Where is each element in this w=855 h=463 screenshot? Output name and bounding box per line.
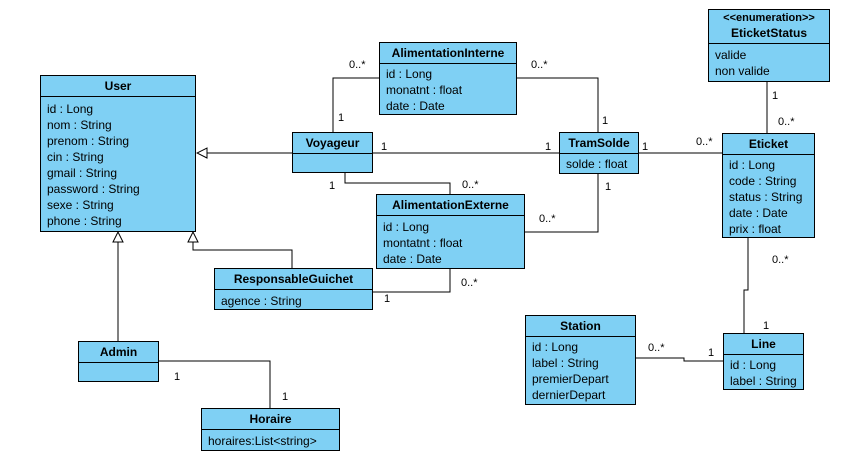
class-responsableguichet-attributes: agence : String (215, 290, 372, 312)
class-attribute: date : Date (383, 252, 442, 266)
class-horaire-name: Horaire (202, 409, 339, 430)
class-attribute: horaires:List<string> (208, 434, 317, 448)
class-responsableguichet[interactable]: ResponsableGuichet agence : String (214, 268, 373, 310)
class-eticketstatus-name: <<enumeration>> EticketStatus (709, 10, 829, 44)
inherit-responsable-user (193, 232, 293, 268)
class-user[interactable]: User id : Long nom : String prenom : Strin… (40, 75, 196, 232)
mult-status-eticket-one: 1 (772, 90, 779, 102)
class-horaire-attributes: horaires:List<string> (202, 430, 339, 452)
assoc-alimentationexterne-tramsolde (525, 174, 599, 233)
class-attribute: prenom : String (47, 134, 130, 148)
class-alimentationexterne[interactable]: AlimentationExterne id : Long montatnt : … (376, 194, 525, 269)
class-horaire[interactable]: Horaire horaires:List<string> (201, 408, 340, 451)
class-station-attributes: id : Long label : String premierDepart dern… (526, 337, 635, 405)
class-attribute: id : Long (730, 358, 777, 372)
assoc-eticket-line (743, 238, 749, 333)
class-attribute: phone : String (47, 214, 122, 228)
class-alimentationexterne-attributes: id : Long montatnt : float date : Date (377, 216, 524, 270)
assoc-voyageur-alimentationexterne (344, 173, 451, 194)
mult-station-line-one: 1 (708, 347, 715, 359)
class-voyageur[interactable]: Voyageur (292, 132, 373, 173)
class-responsableguichet-name: ResponsableGuichet (215, 269, 372, 290)
class-attribute: sexe : String (47, 198, 114, 212)
class-eticketstatus-stereotype: <<enumeration>> (723, 12, 815, 24)
mult-station-line-many: 0..* (648, 342, 665, 354)
class-eticket-name: Eticket (723, 134, 814, 155)
mult-ai-tram-one: 1 (602, 115, 609, 127)
class-attribute: status : String (729, 190, 803, 204)
mult-voy-tram-voyageur: 1 (381, 141, 388, 153)
class-line[interactable]: Line id : Long label : String (723, 333, 804, 390)
mult-tram-eticket-one: 1 (642, 141, 649, 153)
class-attribute: password : String (47, 182, 140, 196)
class-attribute: date : Date (729, 206, 788, 220)
class-eticketstatus-title: EticketStatus (730, 26, 808, 40)
class-user-name: User (41, 76, 195, 97)
assoc-voyageur-alimentationinterne (332, 77, 379, 132)
assoc-admin-horaire (158, 360, 271, 408)
class-attribute: solde : float (566, 157, 628, 171)
class-attribute: valide (715, 48, 747, 62)
class-attribute: montatnt : float (383, 236, 463, 250)
class-tramsolde-name: TramSolde (560, 133, 638, 154)
class-voyageur-name: Voyageur (293, 133, 372, 154)
class-attribute: id : Long (729, 158, 776, 172)
class-attribute: cin : String (47, 150, 104, 164)
class-attribute: non valide (715, 64, 770, 78)
mult-ai-tram-many: 0..* (531, 59, 548, 71)
class-alimentationinterne[interactable]: AlimentationInterne id : Long monatnt : f… (379, 42, 517, 115)
class-tramsolde[interactable]: TramSolde solde : float (559, 132, 639, 174)
mult-ae-resp-many: 0..* (461, 277, 478, 289)
mult-admin-horaire-horaire: 1 (282, 391, 289, 403)
class-user-attributes: id : Long nom : String prenom : String cin … (41, 97, 195, 233)
mult-admin-horaire-admin: 1 (174, 371, 181, 383)
class-line-name: Line (724, 334, 803, 355)
class-attribute: gmail : String (47, 166, 118, 180)
class-admin-name: Admin (79, 342, 158, 363)
assoc-alimentationinterne-tramsolde (517, 77, 599, 132)
class-station[interactable]: Station id : Long label : String premierDe… (525, 315, 636, 405)
class-attribute: nom : String (47, 118, 112, 132)
class-alimentationexterne-name: AlimentationExterne (377, 195, 524, 216)
class-attribute: date : Date (386, 99, 445, 113)
class-attribute: code : String (729, 174, 797, 188)
mult-ai-voyageur-many: 0..* (349, 59, 366, 71)
mult-eticket-line-one: 1 (763, 320, 770, 332)
class-alimentationinterne-name: AlimentationInterne (380, 43, 516, 64)
class-attribute: monatnt : float (386, 83, 463, 97)
assoc-alimentationexterne-responsable (373, 269, 451, 293)
mult-ae-resp-one: 1 (384, 293, 391, 305)
class-attribute: id : Long (47, 102, 94, 116)
class-eticketstatus-literals: valide non valide (709, 44, 829, 82)
class-attribute: id : Long (532, 340, 579, 354)
class-attribute: id : Long (386, 67, 433, 81)
class-station-name: Station (526, 316, 635, 337)
mult-eticket-line-many: 0..* (772, 254, 789, 266)
class-eticketstatus[interactable]: <<enumeration>> EticketStatus valide non … (708, 9, 830, 82)
class-eticket-attributes: id : Long code : String status : String dat… (723, 155, 814, 239)
class-attribute: prix : float (729, 222, 782, 236)
class-tramsolde-attributes: solde : float (560, 154, 638, 174)
class-eticket[interactable]: Eticket id : Long code : String status : S… (722, 133, 815, 238)
mult-ae-voyageur-one: 1 (329, 180, 336, 192)
mult-tram-eticket-many: 0..* (696, 136, 713, 148)
class-attribute: agence : String (221, 294, 302, 308)
mult-ae-tram-one: 1 (605, 181, 612, 193)
class-attribute: dernierDepart (532, 388, 606, 402)
class-attribute: label : String (730, 374, 797, 388)
class-alimentationinterne-attributes: id : Long monatnt : float date : Date (380, 64, 516, 116)
mult-status-eticket-many: 0..* (778, 116, 795, 128)
mult-voy-tram-tramsolde: 1 (545, 141, 552, 153)
class-line-attributes: id : Long label : String (724, 355, 803, 391)
class-admin[interactable]: Admin (78, 341, 159, 382)
class-attribute: label : String (532, 356, 599, 370)
mult-ae-tram-many: 0..* (539, 213, 556, 225)
assoc-station-line (636, 357, 723, 362)
class-attribute: id : Long (383, 220, 430, 234)
mult-ai-voyageur-one: 1 (338, 112, 345, 124)
class-attribute: premierDepart (532, 372, 609, 386)
mult-ae-voyageur-many: 0..* (462, 179, 479, 191)
